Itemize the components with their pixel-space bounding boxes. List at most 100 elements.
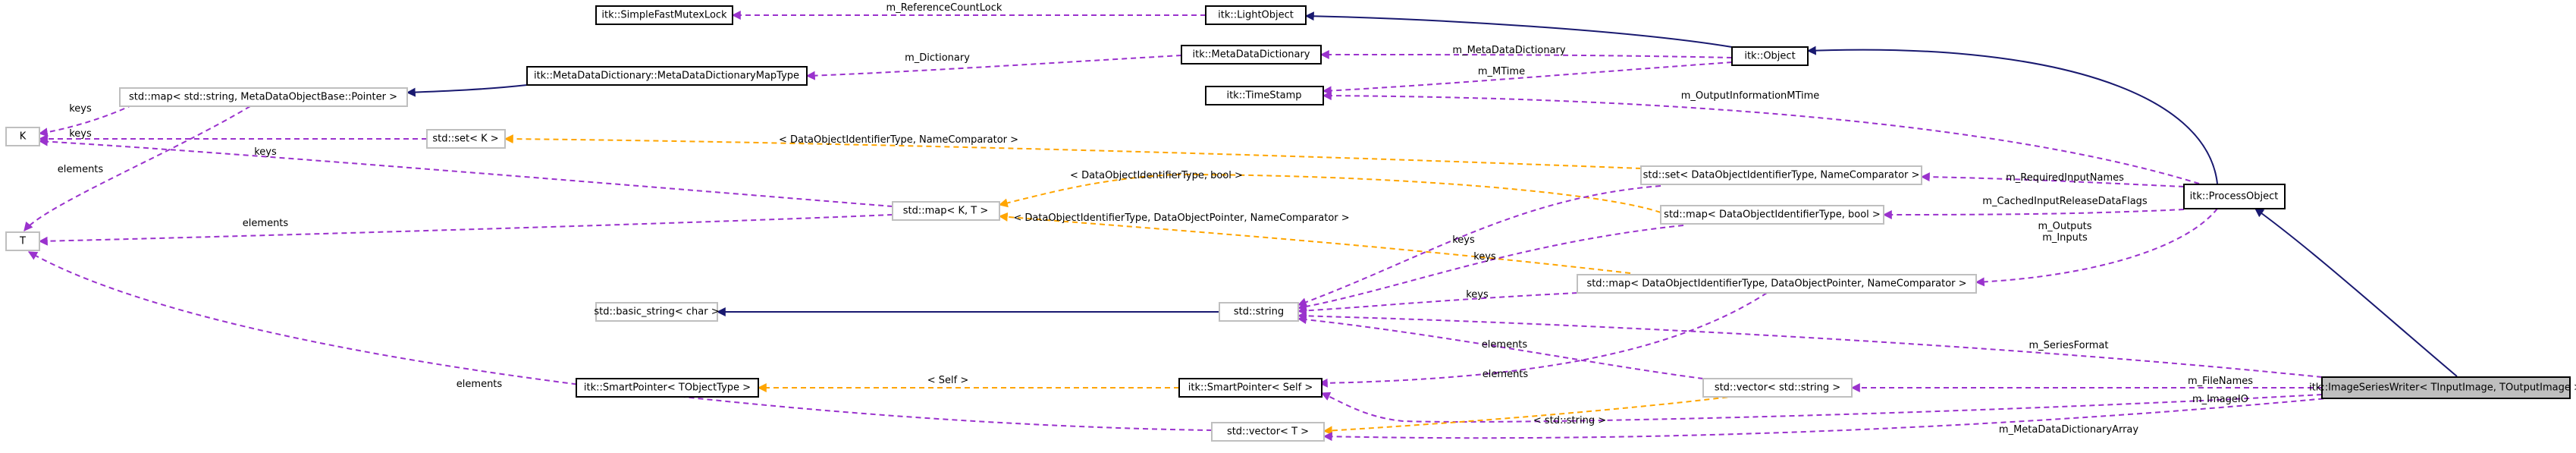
edge-elements-vectort-to-t (27, 251, 1213, 431)
svg-text:std::vector< std::string >: std::vector< std::string > (1715, 382, 1840, 394)
edge-cached-input-release (1882, 209, 2185, 219)
svg-text:T: T (19, 236, 26, 247)
edge-set-template (504, 134, 1642, 169)
edge-keys-mapptr-to-string (1297, 292, 1578, 316)
edge-object-inherits-light-object (1304, 11, 1733, 48)
edge-dictionary (805, 55, 1182, 80)
label-set-template: < DataObjectIdentifierType, NameComparat… (779, 134, 1018, 146)
svg-text:std::vector< T >: std::vector< T > (1227, 426, 1309, 438)
edge-outputs-inputs (1975, 208, 2218, 287)
node-std-vector-t[interactable]: std::vector< T > (1211, 422, 1325, 442)
svg-text:itk::TimeStamp: itk::TimeStamp (1226, 90, 1301, 102)
node-std-map-string-pointer[interactable]: std::map< std::string, MetaDataObjectBas… (119, 87, 408, 107)
label-file-names: m_FileNames (2188, 376, 2253, 387)
label-outputs: m_Outputs (2038, 221, 2091, 232)
label-keys-mapbool-to-string: keys (1473, 251, 1496, 263)
node-std-map-bool[interactable]: std::map< DataObjectIdentifierType, bool… (1660, 205, 1884, 225)
label-elements-mapkt-to-t: elements (243, 218, 289, 229)
label-keys-map-to-k: keys (69, 103, 92, 115)
node-std-vector-string[interactable]: std::vector< std::string > (1702, 378, 1853, 398)
edge-map-type-inherits-std-map (406, 84, 528, 97)
edge-map-pointer-template (998, 212, 1631, 274)
edge-elements-vector-to-string (1297, 315, 1704, 379)
edge-keys-set-to-string (1297, 185, 1661, 307)
svg-text:itk::SmartPointer< TObjectType: itk::SmartPointer< TObjectType > (584, 382, 751, 394)
label-elements-mapptr-to-smart: elements (1483, 369, 1529, 380)
label-self-template: < Self > (927, 375, 969, 386)
node-std-set-k[interactable]: std::set< K > (426, 129, 506, 149)
node-smart-pointer-tobject[interactable]: itk::SmartPointer< TObjectType > (576, 378, 759, 398)
svg-text:itk::ProcessObject: itk::ProcessObject (2190, 191, 2279, 203)
edge-keys-mapbool-to-string (1297, 225, 1684, 311)
svg-text:std::map< K, T >: std::map< K, T > (903, 206, 989, 217)
node-k[interactable]: K (5, 127, 40, 146)
label-dictionary: m_Dictionary (905, 52, 970, 64)
node-std-set-comparator[interactable]: std::set< DataObjectIdentifierType, Name… (1640, 165, 1922, 185)
svg-text:std::basic_string< char >: std::basic_string< char > (594, 307, 719, 318)
label-elements-vectort-to-t: elements (457, 379, 503, 390)
label-cached-input-release: m_CachedInputReleaseDataFlags (1982, 196, 2148, 207)
edge-string-template (1323, 395, 1737, 436)
edge-output-information-mtime (1322, 91, 2200, 184)
node-light-object[interactable]: itk::LightObject (1205, 5, 1307, 25)
svg-text:itk::SmartPointer< Self >: itk::SmartPointer< Self > (1188, 382, 1313, 394)
edge-keys-map-to-k (38, 104, 133, 137)
edge-meta-data-dictionary (1319, 50, 1733, 60)
label-keys-set-to-string: keys (1452, 234, 1475, 246)
node-smart-pointer-self[interactable]: itk::SmartPointer< Self > (1178, 378, 1323, 398)
node-std-map-pointer-comparator[interactable]: std::map< DataObjectIdentifierType, Data… (1577, 274, 1977, 294)
label-keys-mapkt-to-k: keys (254, 146, 277, 158)
node-object[interactable]: itk::Object (1731, 46, 1809, 66)
label-meta-data-dictionary: m_MetaDataDictionary (1452, 45, 1565, 56)
edge-elements-map-to-t (24, 105, 251, 231)
edge-elements-mapptr-to-smart (1318, 292, 1768, 388)
edge-writer-inherits-process-object (2254, 208, 2458, 377)
label-map-bool-template: < DataObjectIdentifierType, bool > (1070, 170, 1243, 181)
label-keys-set-to-k: keys (69, 128, 92, 140)
edge-elements-mapkt-to-t (38, 214, 893, 246)
label-required-input-names: m_RequiredInputNames (2006, 172, 2124, 184)
svg-text:std::set< DataObjectIdentifier: std::set< DataObjectIdentifierType, Name… (1643, 170, 1920, 181)
svg-text:itk::LightObject: itk::LightObject (1218, 10, 1294, 21)
svg-text:itk::ImageSeriesWriter< TInput: itk::ImageSeriesWriter< TInputImage, TOu… (2309, 382, 2576, 394)
edge-required-input-names (1920, 172, 2185, 187)
label-series-format: m_SeriesFormat (2029, 340, 2109, 351)
label-mtime: m_MTime (1478, 66, 1525, 77)
svg-text:std::map< std::string, MetaDat: std::map< std::string, MetaDataObjectBas… (129, 92, 397, 103)
label-image-io: m_ImageIO (2192, 394, 2248, 405)
label-keys-mapptr-to-string: keys (1466, 289, 1489, 300)
label-string-template: < std::string > (1533, 415, 1606, 426)
node-image-series-writer[interactable]: itk::ImageSeriesWriter< TInputImage, TOu… (2309, 376, 2576, 399)
node-meta-data-dictionary-map-type[interactable]: itk::MetaDataDictionary::MetaDataDiction… (526, 66, 808, 86)
edge-process-object-inherits-object (1806, 46, 2218, 184)
svg-text:std::set< K >: std::set< K > (432, 134, 498, 145)
node-meta-data-dictionary[interactable]: itk::MetaDataDictionary (1181, 45, 1322, 64)
edge-series-format (1297, 311, 2323, 378)
node-process-object[interactable]: itk::ProcessObject (2183, 184, 2286, 209)
node-std-basic-string[interactable]: std::basic_string< char > (594, 302, 720, 322)
node-std-string[interactable]: std::string (1219, 302, 1299, 322)
label-elements-map-to-t: elements (58, 164, 104, 175)
svg-text:itk::MetaDataDictionary::MetaD: itk::MetaDataDictionary::MetaDataDiction… (534, 71, 799, 82)
edge-mtime (1322, 61, 1733, 96)
svg-text:itk::MetaDataDictionary: itk::MetaDataDictionary (1193, 49, 1310, 61)
svg-text:std::string: std::string (1234, 307, 1284, 318)
node-t[interactable]: T (5, 231, 40, 251)
node-time-stamp[interactable]: itk::TimeStamp (1205, 86, 1324, 105)
label-map-pointer-template: < DataObjectIdentifierType, DataObjectPo… (1013, 212, 1349, 224)
edge-map-bool-template (998, 173, 1661, 213)
svg-text:std::map< DataObjectIdentifier: std::map< DataObjectIdentifierType, Data… (1586, 278, 1966, 290)
node-std-map-k-t[interactable]: std::map< K, T > (892, 201, 1000, 221)
svg-text:itk::Object: itk::Object (1744, 51, 1795, 62)
svg-text:itk::SimpleFastMutexLock: itk::SimpleFastMutexLock (601, 10, 727, 21)
label-reference-count-lock: m_ReferenceCountLock (886, 2, 1002, 14)
label-output-information-mtime: m_OutputInformationMTime (1681, 90, 1820, 102)
node-simple-fast-mutex-lock[interactable]: itk::SimpleFastMutexLock (595, 5, 733, 25)
label-meta-data-dictionary-array: m_MetaDataDictionaryArray (1999, 424, 2138, 436)
edge-keys-mapkt-to-k (38, 137, 893, 207)
edge-image-io (1320, 392, 2323, 423)
edge-meta-data-dictionary-array (1323, 395, 2352, 442)
label-elements-vector-to-string: elements (1482, 339, 1528, 351)
svg-text:K: K (20, 131, 27, 143)
